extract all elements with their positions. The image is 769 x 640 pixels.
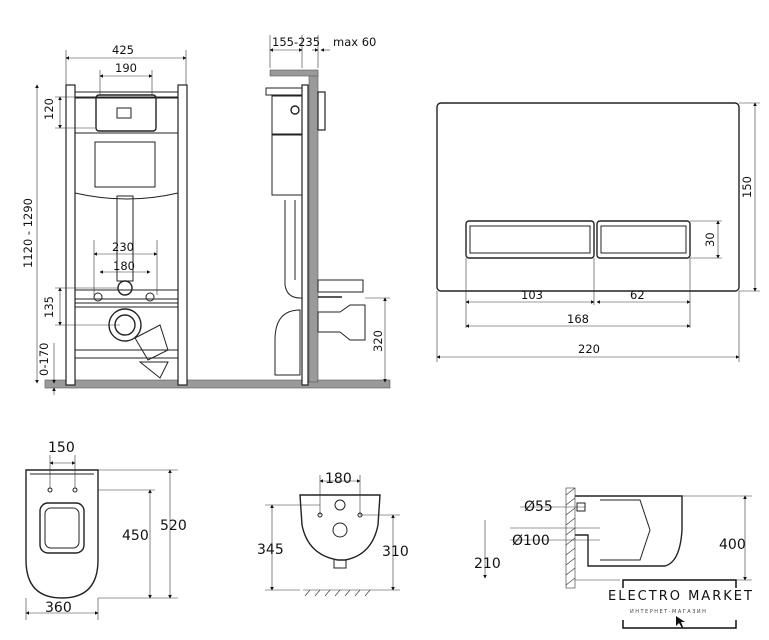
dim-135: 135 [42, 296, 56, 318]
dim-400: 400 [719, 537, 746, 553]
flush-button-large [465, 220, 595, 259]
watermark-subtitle: ИНТЕРНЕТ-МАГАЗИН [630, 609, 707, 615]
dim-155-235: 155-235 [272, 35, 320, 49]
dim-150: 150 [740, 176, 754, 198]
toilet-top-view: 150 520 450 360 [25, 440, 187, 620]
dim-d100: Ø100 [512, 533, 550, 549]
watermark-brand: ELECTRO MARKET [608, 589, 754, 604]
dim-190: 190 [115, 61, 137, 75]
dim-520: 520 [160, 518, 187, 534]
dim-1120-1290: 1120 - 1290 [21, 198, 35, 268]
dim-180-studs: 180 [325, 471, 352, 487]
dim-30: 30 [703, 232, 717, 247]
dim-62: 62 [630, 288, 645, 302]
dim-180: 180 [113, 259, 135, 273]
dim-310: 310 [382, 544, 409, 560]
flush-panel: 150 30 103 62 168 220 [436, 102, 760, 362]
dim-320: 320 [371, 330, 385, 352]
electro-market-watermark: ELECTRO MARKET ИНТЕРНЕТ-МАГАЗИН [608, 579, 754, 629]
flush-button-opening [95, 94, 157, 132]
dim-425: 425 [112, 43, 134, 57]
dim-max-60: max 60 [333, 35, 376, 49]
dim-103: 103 [521, 288, 543, 302]
cursor-icon [676, 616, 685, 628]
installation-side-view: 155-235 max 60 320 [265, 35, 390, 386]
dim-150-seat: 150 [48, 440, 75, 456]
dim-450: 450 [122, 528, 149, 544]
flush-button-small [596, 220, 691, 259]
dim-360: 360 [45, 600, 72, 616]
dim-168: 168 [567, 312, 589, 326]
dim-210: 210 [474, 556, 501, 572]
toilet-side-view: Ø55 Ø100 210 400 [474, 487, 752, 589]
dim-220: 220 [578, 342, 600, 356]
dim-345: 345 [257, 542, 284, 558]
toilet-back-view: 180 345 310 [257, 471, 409, 597]
dim-230: 230 [112, 240, 134, 254]
dim-0-170: 0-170 [37, 343, 51, 376]
dim-d55: Ø55 [524, 499, 553, 515]
installation-front-view: 425 190 120 1120 - 1290 230 180 135 0-17… [21, 43, 391, 395]
dim-120: 120 [42, 98, 56, 120]
